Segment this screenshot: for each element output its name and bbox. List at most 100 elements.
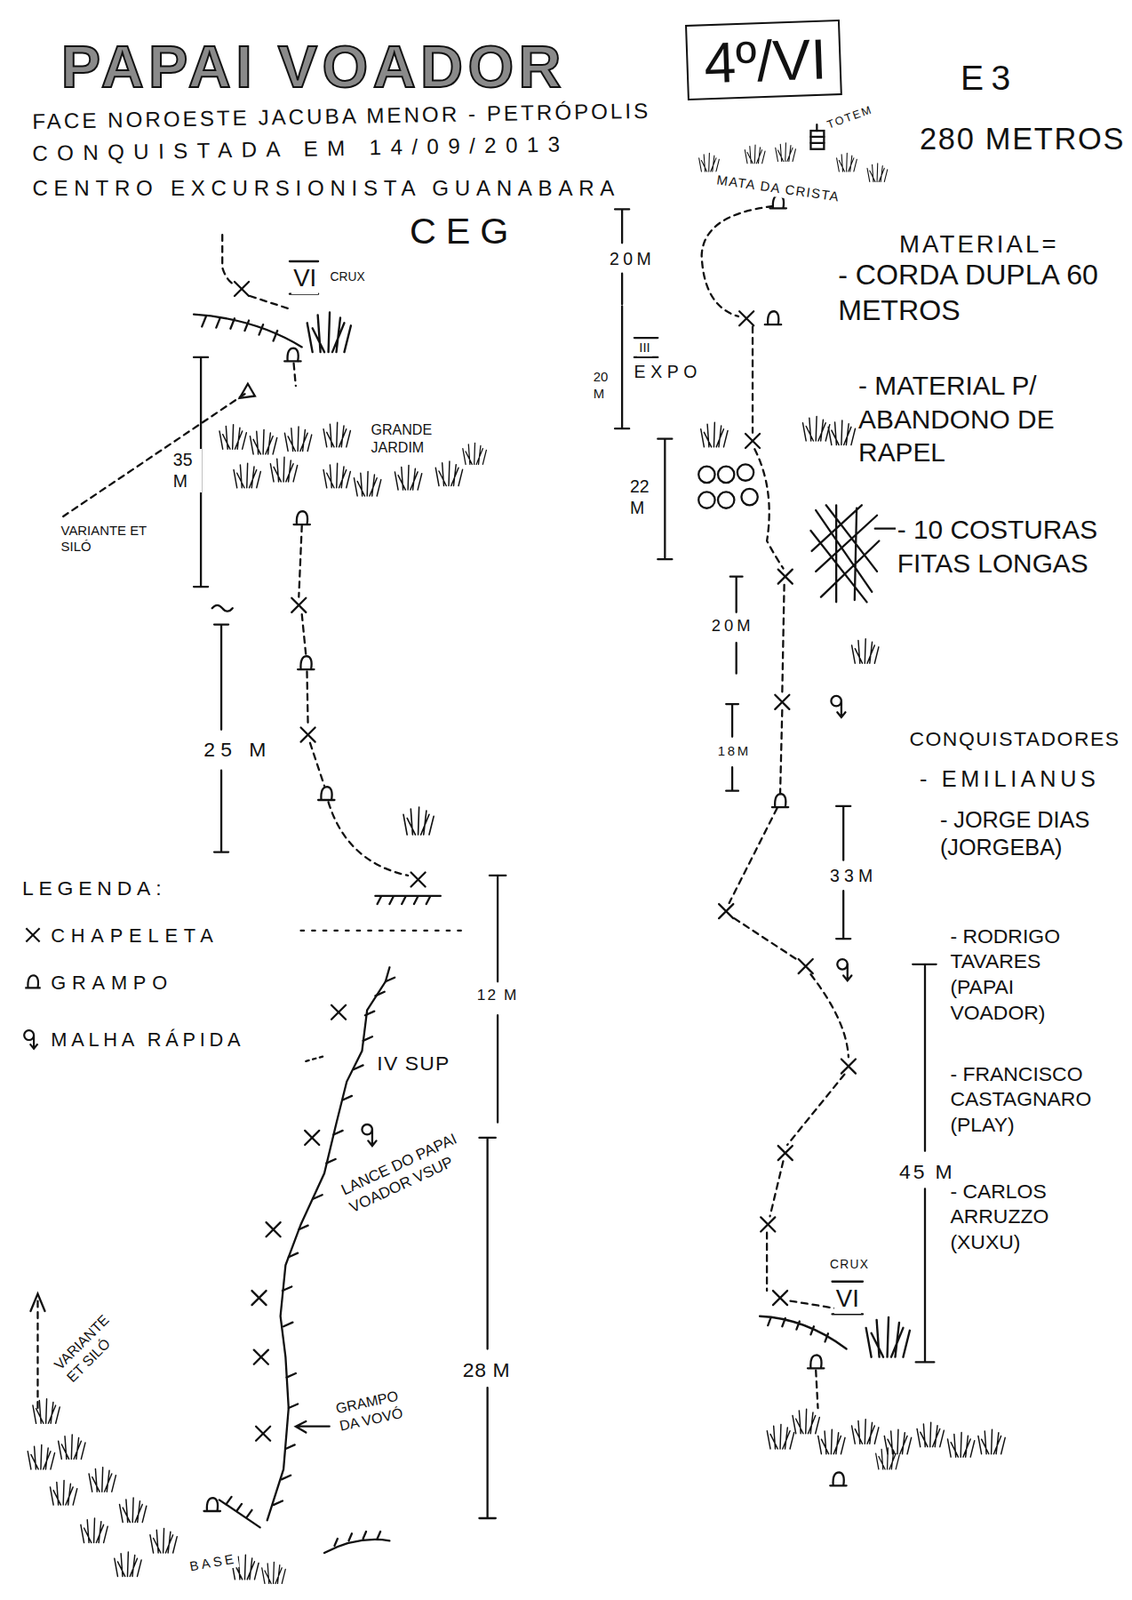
vegetation [262, 1561, 287, 1583]
dimension-bars [657, 438, 672, 559]
grade-box: 4º/VI [685, 18, 843, 100]
pitch-length: 28 M [461, 1356, 512, 1383]
location-note: FACE NOROESTE JACUBA MENOR - PETRÓPOLIS [30, 96, 654, 135]
vegetation [744, 144, 766, 164]
right-route [754, 448, 783, 568]
vegetation [27, 311, 487, 1583]
bolts [361, 1124, 376, 1146]
right-route [787, 1074, 845, 1145]
vegetation [699, 152, 720, 172]
route-length: 280 METROS [917, 119, 1127, 159]
left-route [298, 525, 302, 597]
dimension-bars [614, 305, 630, 429]
bolts [778, 1145, 793, 1160]
left-route [249, 295, 291, 310]
rock-features [289, 261, 319, 295]
pitch-grade: III [637, 339, 652, 357]
right-route [729, 807, 778, 903]
vegetation [323, 422, 351, 447]
dimension-bars [193, 357, 506, 1518]
rock-features [759, 1315, 847, 1349]
pitch-length: 22 M [628, 475, 659, 519]
climber-name: - JORGE DIAS (JORGEBA) [938, 805, 1110, 862]
bolts [204, 281, 426, 1511]
rock-features [201, 316, 278, 342]
crux-grade: VI [834, 1283, 861, 1314]
rock-features [219, 1496, 261, 1527]
bolts [255, 1426, 271, 1441]
vegetation [323, 462, 351, 488]
crux-note: CRUX [328, 269, 367, 285]
left-route [301, 929, 470, 932]
legend-text: MALHA RÁPIDA [50, 1028, 245, 1052]
bolts [318, 786, 335, 800]
right-route [815, 1370, 818, 1408]
bolts [772, 793, 789, 807]
bolts [745, 433, 760, 448]
vegetation [462, 442, 487, 464]
grade-text: 4º/VI [703, 27, 825, 95]
vegetation [353, 470, 381, 496]
legend-row: CHAPELETA [22, 924, 219, 948]
bolts [411, 871, 426, 886]
right-route [751, 326, 754, 432]
right-route [810, 973, 848, 1057]
vegetation [766, 1423, 794, 1449]
left-route [305, 1055, 325, 1061]
bolts [254, 1349, 269, 1364]
vegetation [80, 1517, 108, 1543]
rock-features [634, 337, 658, 358]
summit-vegetation: MATA DA CRISTA [713, 171, 843, 206]
legend-symbol [22, 972, 44, 994]
vegetation [150, 1527, 177, 1553]
vegetation [916, 1421, 944, 1447]
vegetation [27, 1443, 55, 1469]
bolts [204, 1497, 221, 1511]
vegetation [58, 1434, 86, 1459]
climber-name: - CARLOS ARRUZZO (XUXU) [948, 1178, 1110, 1255]
base-label: BASE [186, 1549, 240, 1575]
bolts [778, 569, 793, 584]
right-route [770, 1160, 784, 1216]
vegetation [852, 638, 879, 664]
legend-text: GRAMPO [50, 971, 174, 995]
crux-note: CRUX [828, 1256, 871, 1272]
pitch-length: 33M [828, 864, 879, 886]
summit-marker: TOTEM [823, 103, 877, 134]
bolts [304, 1130, 319, 1145]
gear-item: - MATERIAL P/ ABANDONO DE RAPEL [856, 368, 1125, 469]
gear-heading: MATERIAL= [897, 229, 1061, 260]
rock-features [212, 605, 233, 612]
pitch-length: 18M [716, 742, 753, 760]
vegetation [307, 311, 351, 352]
bolts [739, 310, 754, 326]
bolt-name: GRAMPO DA VOVÓ [332, 1381, 423, 1435]
left-route [306, 670, 308, 726]
terrace-name: GRANDE JARDIM [368, 420, 455, 456]
vegetation [119, 1497, 147, 1523]
rock-features [698, 466, 715, 483]
vegetation [270, 456, 297, 482]
pitch-length: 25 M [201, 736, 273, 763]
rock-features [324, 1530, 390, 1553]
vegetation [818, 1428, 846, 1454]
pitch-length: 45 M [897, 1158, 957, 1185]
exposure-note: EXPO [632, 360, 704, 383]
right-route [765, 1232, 768, 1291]
vegetation [435, 461, 463, 487]
pitch-length: 35 M [171, 448, 202, 493]
rock-features [741, 488, 758, 505]
vegetation [114, 1551, 142, 1577]
legend-text: CHAPELETA [50, 924, 219, 948]
right-route [780, 709, 782, 794]
legend-row: MALHA RÁPIDA [22, 1028, 245, 1052]
date-note: CONQUISTADA EM 14/09/2013 [30, 131, 572, 168]
vegetation [876, 1447, 901, 1469]
rock-features [295, 1420, 330, 1433]
rock-features [193, 314, 303, 348]
material-dash [875, 527, 896, 530]
legend-symbol [26, 927, 40, 941]
right-route [701, 206, 774, 317]
climber-name: - FRANCISCO CASTAGNARO (PLAY) [948, 1060, 1120, 1138]
bolts [294, 510, 311, 525]
